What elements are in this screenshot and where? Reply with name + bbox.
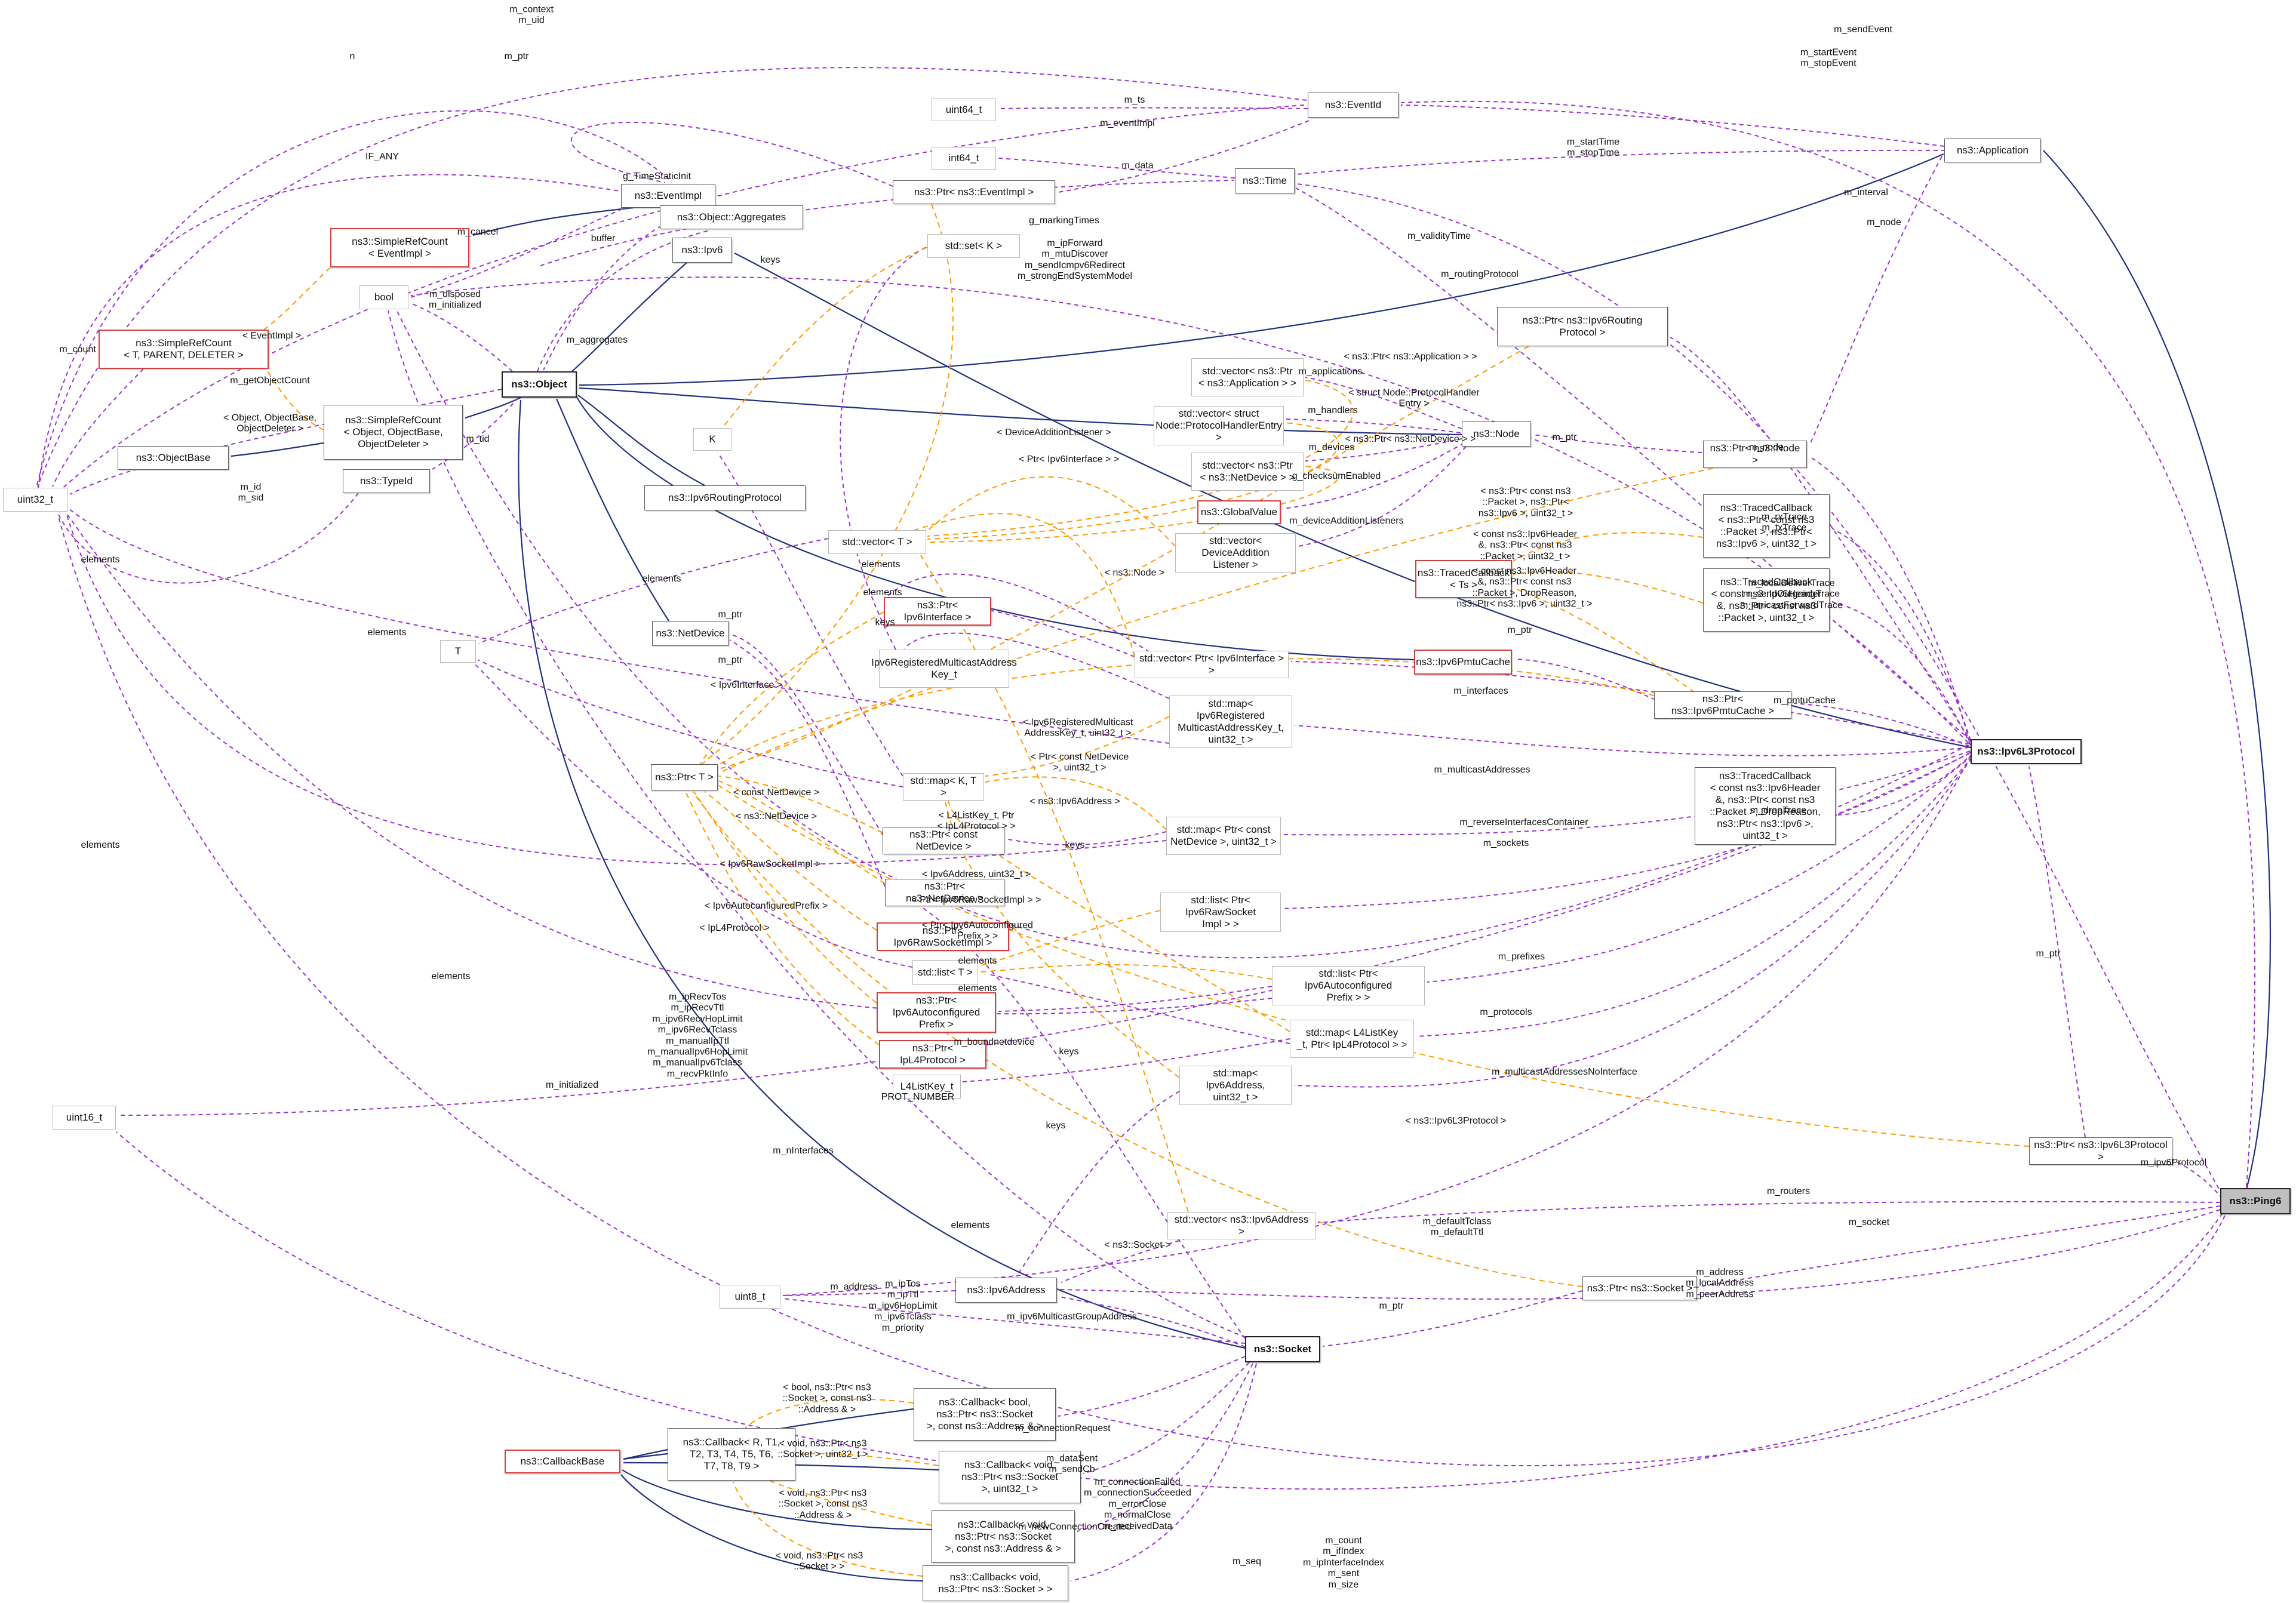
- class-box-ptr-node[interactable]: ns3::Ptr< ns3::Node >: [1703, 441, 1807, 469]
- class-box-ptr-ipv6l3[interactable]: ns3::Ptr< ns3::Ipv6L3Protocol >: [2029, 1137, 2172, 1165]
- class-box-application[interactable]: ns3::Application: [1944, 139, 2041, 162]
- class-box-vec-nd[interactable]: std::vector< ns3::Ptr < ns3::NetDevice >…: [1191, 453, 1304, 491]
- class-box-mapkt[interactable]: std::map< K, T >: [903, 773, 984, 801]
- class-box-bool[interactable]: bool: [359, 285, 408, 309]
- class-box-setk[interactable]: std::set< K >: [927, 234, 1020, 258]
- class-box-cb-void-addr[interactable]: ns3::Callback< void, ns3::Ptr< ns3::Sock…: [932, 1510, 1075, 1563]
- class-box-list-t[interactable]: std::list< T >: [912, 960, 978, 985]
- class-box-ptr-socket[interactable]: ns3::Ptr< ns3::Socket >: [1582, 1276, 1697, 1300]
- class-box-vector-t[interactable]: std::vector< T >: [828, 530, 926, 554]
- class-box-uint64[interactable]: uint64_t: [932, 99, 996, 121]
- class-box-src-obj[interactable]: ns3::SimpleRefCount < Object, ObjectBase…: [324, 405, 463, 460]
- class-box-globalvalue[interactable]: ns3::GlobalValue: [1197, 500, 1281, 524]
- class-box-ipv6routingprotocol[interactable]: ns3::Ipv6RoutingProtocol: [644, 485, 806, 510]
- class-box-vec-app[interactable]: std::vector< ns3::Ptr < ns3::Application…: [1191, 358, 1304, 396]
- class-box-int64[interactable]: int64_t: [932, 147, 996, 170]
- class-box-eventid[interactable]: ns3::EventId: [1308, 93, 1398, 118]
- class-box-ptr-rawsock[interactable]: ns3::Ptr< Ipv6RawSocketImpl >: [877, 922, 1009, 952]
- class-box-cb-void-u32[interactable]: ns3::Callback< void, ns3::Ptr< ns3::Sock…: [939, 1451, 1081, 1503]
- class-box-map-addr[interactable]: std::map< Ipv6Address, uint32_t >: [1179, 1066, 1292, 1106]
- class-box-vec-dal[interactable]: std::vector< DeviceAddition Listener >: [1175, 533, 1296, 573]
- class-box-ipv6pmtucache[interactable]: ns3::Ipv6PmtuCache: [1414, 650, 1512, 675]
- class-box-ptr-ipl4[interactable]: ns3::Ptr< IpL4Protocol >: [879, 1040, 986, 1069]
- class-box-cb-bool[interactable]: ns3::Callback< bool, ns3::Ptr< ns3::Sock…: [914, 1388, 1056, 1441]
- class-box-l4listkey[interactable]: L4ListKey_t: [893, 1075, 961, 1099]
- class-box-vec-ptrif[interactable]: std::vector< Ptr< Ipv6Interface > >: [1135, 651, 1289, 679]
- class-box-tc-rxtx[interactable]: ns3::TracedCallback < ns3::Ptr< const ns…: [1703, 494, 1830, 558]
- class-box-typeid[interactable]: ns3::TypeId: [343, 469, 430, 493]
- class-box-ipv6l3protocol[interactable]: ns3::Ipv6L3Protocol: [1971, 739, 2082, 764]
- class-box-cb-r[interactable]: ns3::Callback< R, T1, T2, T3, T4, T5, T6…: [668, 1428, 795, 1481]
- class-box-ping6[interactable]: ns3::Ping6: [2220, 1188, 2291, 1214]
- class-box-ptr-autoconf[interactable]: ns3::Ptr< Ipv6Autoconfigured Prefix >: [877, 992, 996, 1033]
- class-box-list-prefix[interactable]: std::list< Ptr< Ipv6Autoconfigured Prefi…: [1272, 966, 1425, 1006]
- class-box-cb-void[interactable]: ns3::Callback< void, ns3::Ptr< ns3::Sock…: [923, 1565, 1068, 1601]
- class-box-ptr-t[interactable]: ns3::Ptr< T >: [651, 764, 718, 790]
- class-box-ptr-pmtucache[interactable]: ns3::Ptr< ns3::Ipv6PmtuCache >: [1654, 691, 1791, 719]
- class-box-ipv6regkey[interactable]: Ipv6RegisteredMulticastAddress Key_t: [871, 650, 1017, 688]
- class-box-src-eventimpl[interactable]: ns3::SimpleRefCount < EventImpl >: [330, 228, 469, 267]
- class-box-time[interactable]: ns3::Time: [1235, 168, 1295, 193]
- class-box-tbox[interactable]: T: [440, 640, 476, 663]
- class-box-aggregates[interactable]: ns3::Object::Aggregates: [660, 205, 803, 229]
- class-box-socket[interactable]: ns3::Socket: [1245, 1336, 1320, 1362]
- class-box-ptr-eventimpl[interactable]: ns3::Ptr< ns3::EventImpl >: [893, 180, 1055, 204]
- class-box-list-raw[interactable]: std::list< Ptr< Ipv6RawSocket Impl > >: [1160, 893, 1281, 933]
- class-box-eventimpl[interactable]: ns3::EventImpl: [621, 184, 715, 208]
- class-box-ipv6[interactable]: ns3::Ipv6: [672, 238, 732, 263]
- class-box-vec-addr[interactable]: std::vector< ns3::Ipv6Address >: [1167, 1212, 1315, 1240]
- class-box-ipv6address[interactable]: ns3::Ipv6Address: [955, 1278, 1057, 1303]
- class-box-tc-ts[interactable]: ns3::TracedCallback < Ts >: [1415, 560, 1512, 598]
- class-box-netdevice[interactable]: ns3::NetDevice: [652, 621, 729, 646]
- class-box-ptr-ipv6routing[interactable]: ns3::Ptr< ns3::Ipv6Routing Protocol >: [1497, 307, 1668, 346]
- class-box-node[interactable]: ns3::Node: [1462, 421, 1531, 447]
- class-box-src-tpd[interactable]: ns3::SimpleRefCount < T, PARENT, DELETER…: [99, 330, 269, 369]
- class-box-map-l4[interactable]: std::map< L4ListKey _t, Ptr< IpL4Protoco…: [1290, 1020, 1414, 1058]
- class-box-uint16[interactable]: uint16_t: [53, 1106, 116, 1130]
- class-box-map-nd[interactable]: std::map< Ptr< const NetDevice >, uint32…: [1166, 817, 1281, 855]
- class-box-object[interactable]: ns3::Object: [502, 371, 577, 398]
- class-box-ptr-nd[interactable]: ns3::Ptr< ns3::NetDevice >: [885, 879, 1004, 907]
- class-box-uint8[interactable]: uint8_t: [720, 1285, 780, 1309]
- class-box-tc-local[interactable]: ns3::TracedCallback < const ns3::Ipv6Hea…: [1703, 568, 1830, 632]
- class-box-map-reg[interactable]: std::map< Ipv6Registered MulticastAddres…: [1169, 696, 1292, 748]
- class-box-objectbase[interactable]: ns3::ObjectBase: [118, 446, 229, 470]
- class-box-tc-drop[interactable]: ns3::TracedCallback < const ns3::Ipv6Hea…: [1695, 767, 1836, 845]
- class-box-uint32[interactable]: uint32_t: [3, 488, 67, 512]
- class-box-vec-phe[interactable]: std::vector< struct Node::ProtocolHandle…: [1154, 406, 1284, 446]
- class-box-callbackbase[interactable]: ns3::CallbackBase: [505, 1450, 620, 1473]
- class-box-ptr-constnd[interactable]: ns3::Ptr< const NetDevice >: [883, 827, 1004, 855]
- class-box-ptr-ipv6interface[interactable]: ns3::Ptr< Ipv6Interface >: [884, 597, 991, 626]
- class-box-kbox[interactable]: K: [693, 428, 731, 451]
